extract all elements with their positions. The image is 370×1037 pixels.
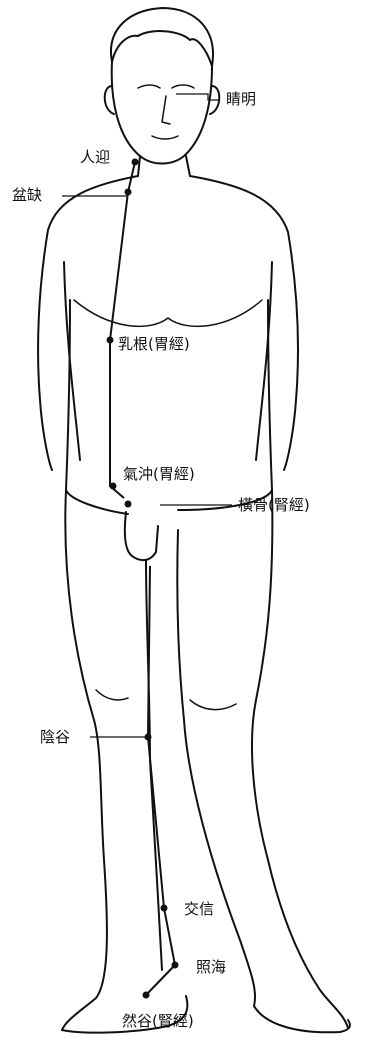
label-quepen: 盆缺 [12,186,42,204]
point-jiaoxin [160,904,168,912]
label-jingming: 睛明 [226,90,256,108]
point-henggu [124,500,132,508]
label-zhaohai: 照海 [196,958,226,976]
point-rugen [106,336,114,344]
meridian-lines [62,93,232,996]
label-qichong: 氣沖(胃經) [123,465,195,483]
point-quepen [124,188,132,196]
label-yingu: 陰谷 [40,728,70,746]
label-renying: 人迎 [80,148,110,166]
point-labels: 睛明 人迎 盆缺 乳根(胃經) 氣沖(胃經) 橫骨(腎經) 陰谷 交信 照海 然… [12,90,310,1030]
stomach-meridian-line [109,161,136,499]
body-outline [37,7,351,1034]
point-zhaohai [171,961,179,969]
acupoint-markers [106,158,179,999]
label-rangu: 然谷(腎經) [122,1012,194,1030]
label-rugen: 乳根(胃經) [118,335,190,353]
label-henggu: 橫骨(腎經) [238,496,310,514]
label-jiaoxin: 交信 [184,900,214,918]
point-rangu [142,991,150,999]
point-yingu [144,733,152,741]
point-renying [131,158,139,166]
point-qichong [109,482,117,490]
leader-line-jingming [176,93,220,101]
